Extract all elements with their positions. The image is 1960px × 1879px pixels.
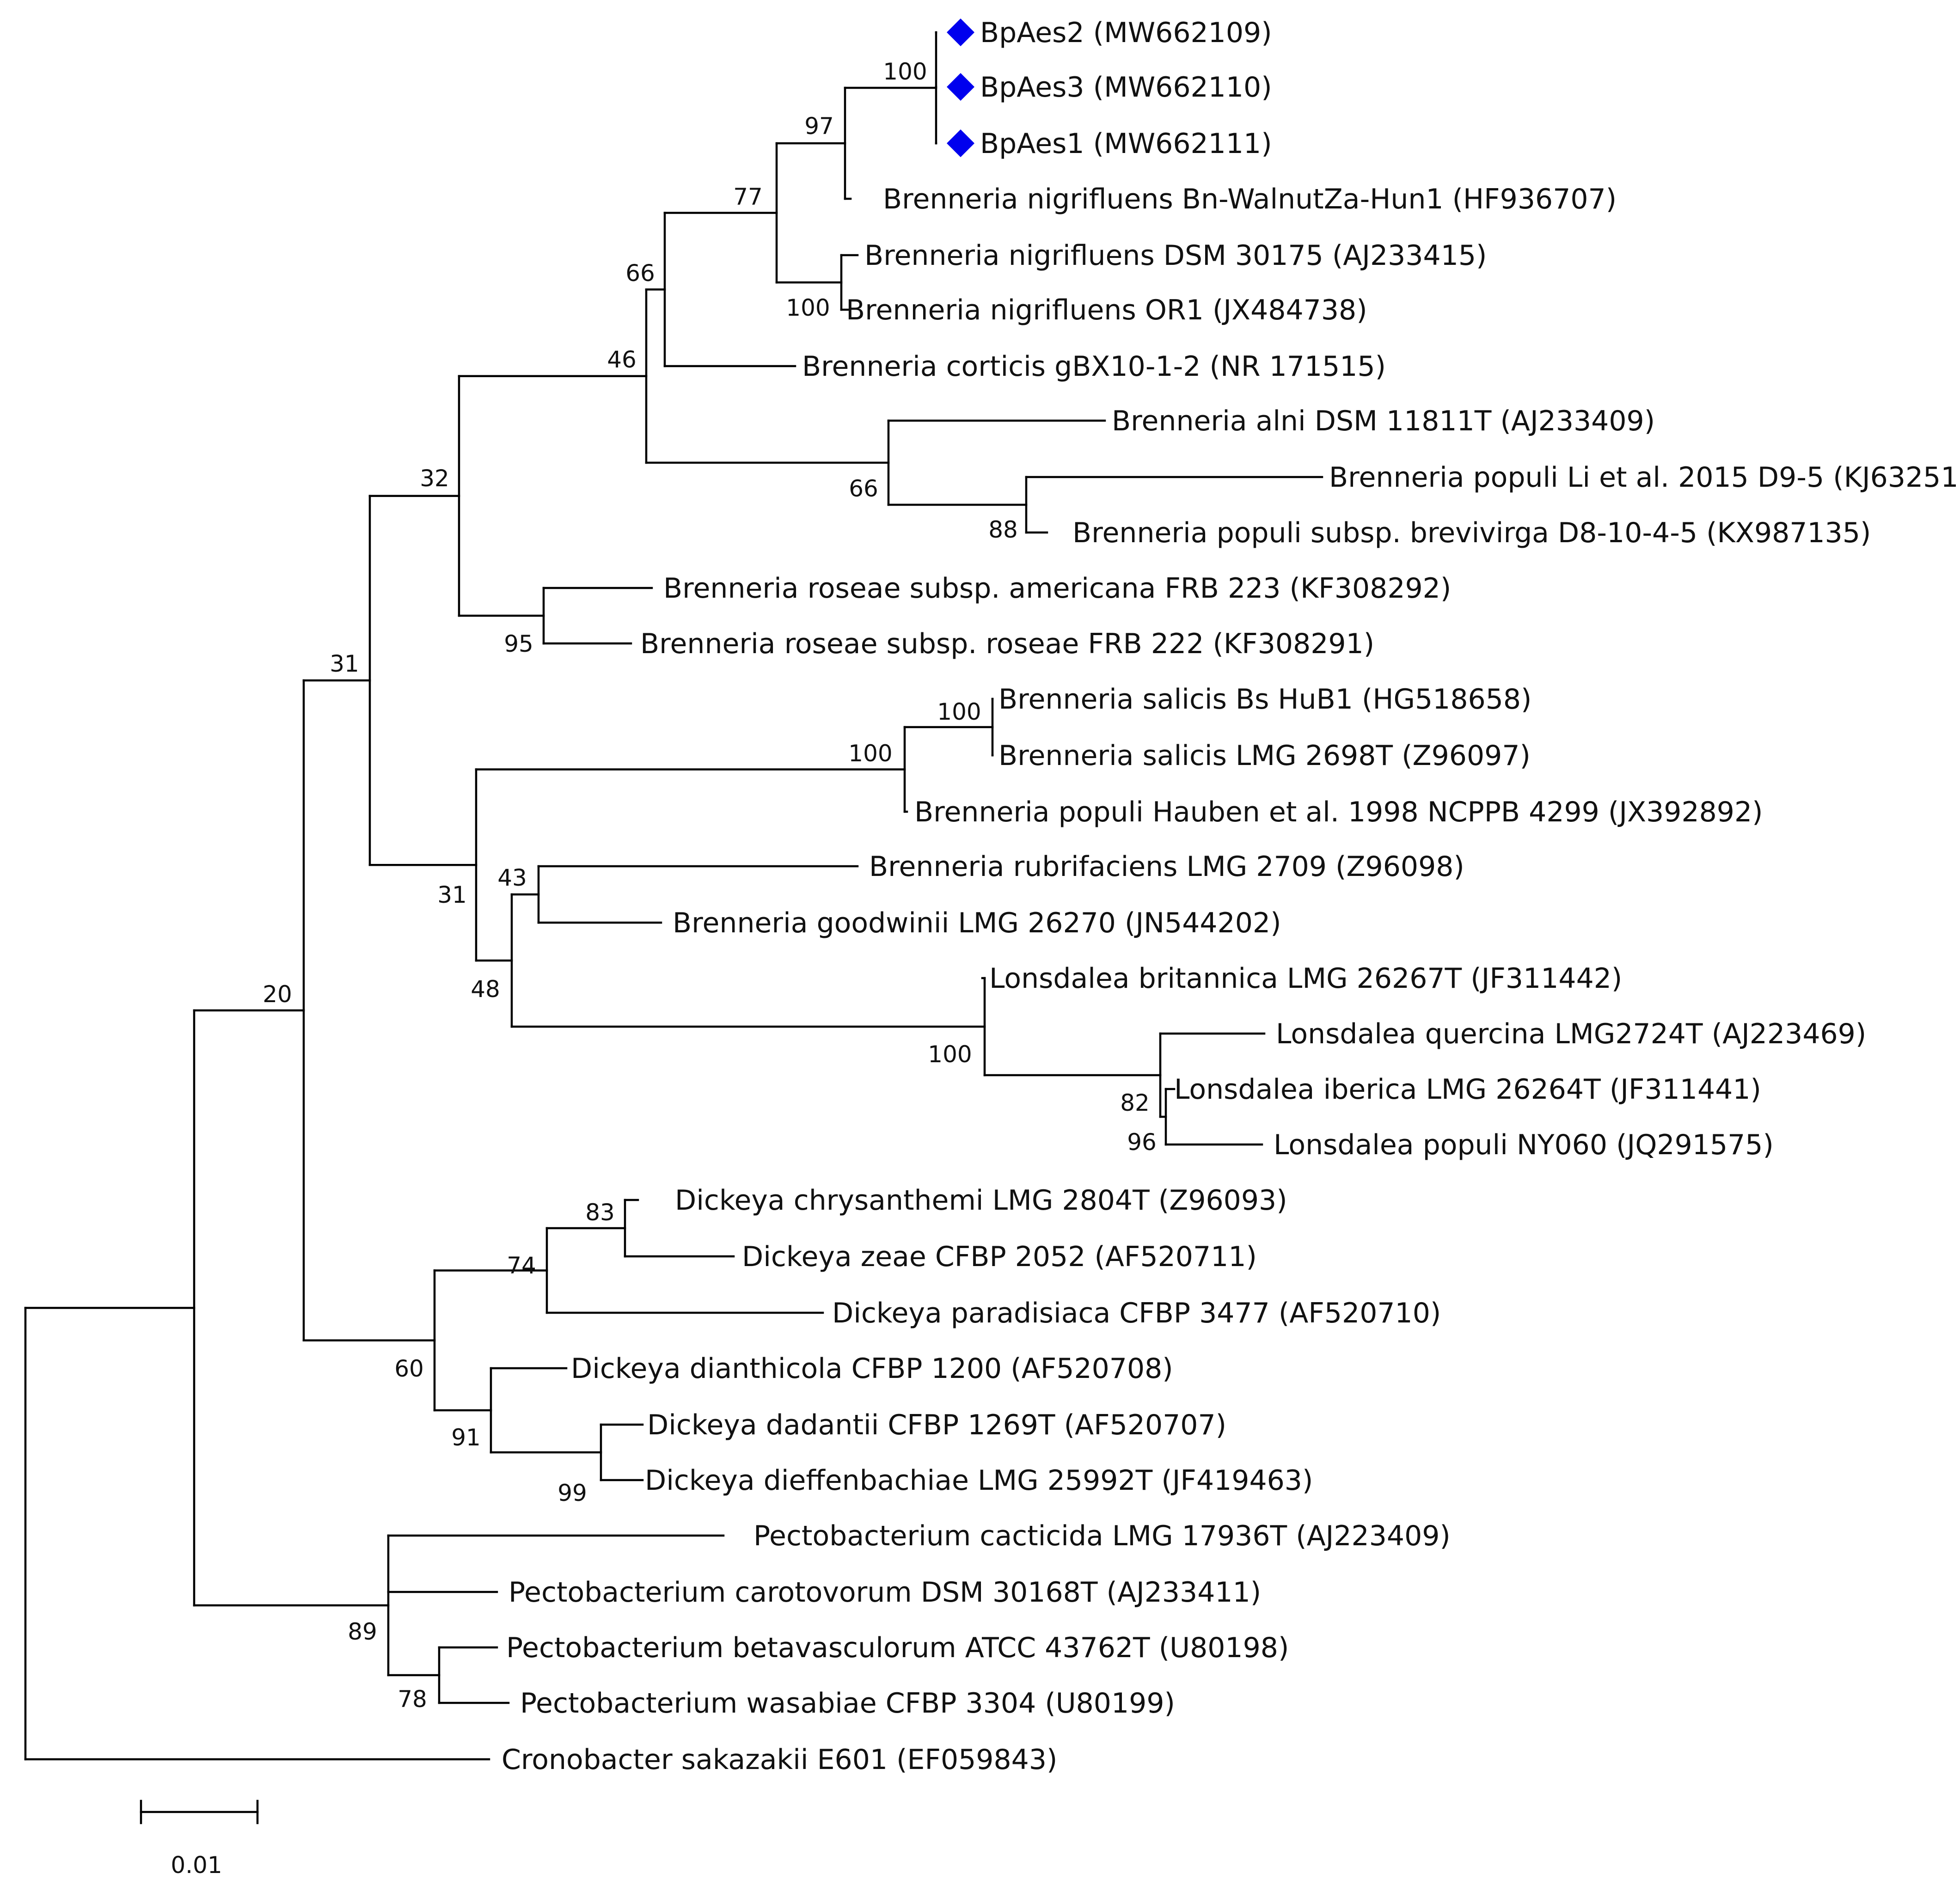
bootstrap-value: 91 xyxy=(451,1424,481,1451)
taxon-label: Dickeya dadantii CFBP 1269T (AF520707) xyxy=(647,1409,1226,1441)
bootstrap-value: 96 xyxy=(1127,1129,1157,1156)
bootstrap-value: 60 xyxy=(394,1355,424,1382)
bootstrap-value: 99 xyxy=(557,1480,587,1506)
scale-bar-label: 0.01 xyxy=(171,1852,222,1879)
taxon-label: Cronobacter sakazakii E601 (EF059843) xyxy=(502,1744,1057,1776)
taxon-label: Pectobacterium wasabiae CFBP 3304 (U8019… xyxy=(520,1687,1175,1720)
taxon-label: Dickeya chrysanthemi LMG 2804T (Z96093) xyxy=(675,1184,1287,1217)
bootstrap-value: 100 xyxy=(937,698,981,725)
bootstrap-value: 31 xyxy=(437,881,467,908)
bootstrap-value: 89 xyxy=(348,1618,377,1645)
taxon-label: Pectobacterium carotovorum DSM 30168T (A… xyxy=(508,1576,1261,1609)
taxon-label: Brenneria corticis gBX10-1-2 (NR 171515) xyxy=(802,350,1386,383)
taxon-label: Brenneria nigrifluens Bn-WalnutZa-Hun1 (… xyxy=(883,183,1617,215)
bootstrap-value: 32 xyxy=(420,465,449,492)
bootstrap-value: 66 xyxy=(849,475,878,502)
bootstrap-value: 78 xyxy=(398,1686,427,1713)
taxon-label: Brenneria roseae subsp. americana FRB 22… xyxy=(663,572,1451,605)
bootstrap-value: 95 xyxy=(504,630,533,657)
bootstrap-value: 100 xyxy=(883,58,927,85)
bootstrap-value: 97 xyxy=(804,113,834,140)
bootstrap-value: 31 xyxy=(330,650,359,677)
taxon-label: Brenneria populi Li et al. 2015 D9-5 (KJ… xyxy=(1329,461,1960,494)
diamond-marker-icon xyxy=(947,73,974,101)
taxon-label: Brenneria populi Hauben et al. 1998 NCPP… xyxy=(914,796,1763,828)
taxon-label: Dickeya paradisiaca CFBP 3477 (AF520710) xyxy=(832,1297,1441,1329)
taxon-label: Dickeya dieffenbachiae LMG 25992T (JF419… xyxy=(645,1464,1313,1497)
taxon-label: Lonsdalea quercina LMG2724T (AJ223469) xyxy=(1276,1018,1866,1050)
bootstrap-value: 43 xyxy=(497,864,527,891)
taxon-label: Brenneria populi subsp. brevivirga D8-10… xyxy=(1072,517,1871,549)
taxon-label: BpAes2 (MW662109) xyxy=(980,17,1272,49)
taxon-label: Dickeya dianthicola CFBP 1200 (AF520708) xyxy=(571,1353,1173,1385)
taxon-label: Dickeya zeae CFBP 2052 (AF520711) xyxy=(742,1241,1257,1273)
taxon-labels: BpAes2 (MW662109) BpAes3 (MW662110) BpAes1… xyxy=(502,17,1960,1776)
isolate-markers xyxy=(947,18,974,157)
taxon-label: Lonsdalea iberica LMG 26264T (JF311441) xyxy=(1174,1073,1761,1106)
bootstrap-value: 100 xyxy=(786,294,830,321)
taxon-label: Pectobacterium cacticida LMG 17936T (AJ2… xyxy=(753,1520,1451,1552)
bootstrap-value: 88 xyxy=(988,516,1018,543)
taxon-label: Brenneria goodwinii LMG 26270 (JN544202) xyxy=(673,907,1281,939)
bootstrap-value: 100 xyxy=(928,1041,972,1068)
bootstrap-value: 74 xyxy=(507,1252,536,1279)
taxon-label: Brenneria nigrifluens OR1 (JX484738) xyxy=(846,294,1367,326)
taxon-label: Pectobacterium betavasculorum ATCC 43762… xyxy=(506,1632,1289,1664)
taxon-label: BpAes1 (MW662111) xyxy=(980,128,1272,160)
diamond-marker-icon xyxy=(947,129,974,157)
bootstrap-value: 77 xyxy=(733,184,763,210)
taxon-label: Brenneria alni DSM 11811T (AJ233409) xyxy=(1112,405,1655,437)
taxon-label: BpAes3 (MW662110) xyxy=(980,71,1272,104)
taxon-label: Brenneria salicis Bs HuB1 (HG518658) xyxy=(998,683,1531,716)
bootstrap-value: 48 xyxy=(471,976,500,1003)
bootstrap-value: 20 xyxy=(263,981,292,1008)
diamond-marker-icon xyxy=(947,18,974,46)
bootstrap-labels: 100 97 77 66 100 46 66 88 32 95 31 100 100 43 31 48 100 8… xyxy=(263,58,1157,1713)
bootstrap-value: 82 xyxy=(1120,1089,1150,1116)
taxon-label: Brenneria nigrifluens DSM 30175 (AJ23341… xyxy=(864,239,1487,272)
taxon-label: Lonsdalea britannica LMG 26267T (JF31144… xyxy=(989,962,1622,995)
bootstrap-value: 83 xyxy=(585,1199,615,1226)
taxon-label: Brenneria roseae subsp. roseae FRB 222 (… xyxy=(640,628,1374,660)
bootstrap-value: 100 xyxy=(848,740,892,767)
tree-branches xyxy=(24,31,1323,1761)
bootstrap-value: 66 xyxy=(625,260,655,287)
bootstrap-value: 46 xyxy=(607,346,637,373)
taxon-label: Lonsdalea populi NY060 (JQ291575) xyxy=(1274,1129,1774,1161)
taxon-label: Brenneria salicis LMG 2698T (Z96097) xyxy=(998,740,1531,772)
taxon-label: Brenneria rubrifaciens LMG 2709 (Z96098) xyxy=(869,851,1464,883)
scale-bar: 0.01 xyxy=(140,1799,259,1879)
